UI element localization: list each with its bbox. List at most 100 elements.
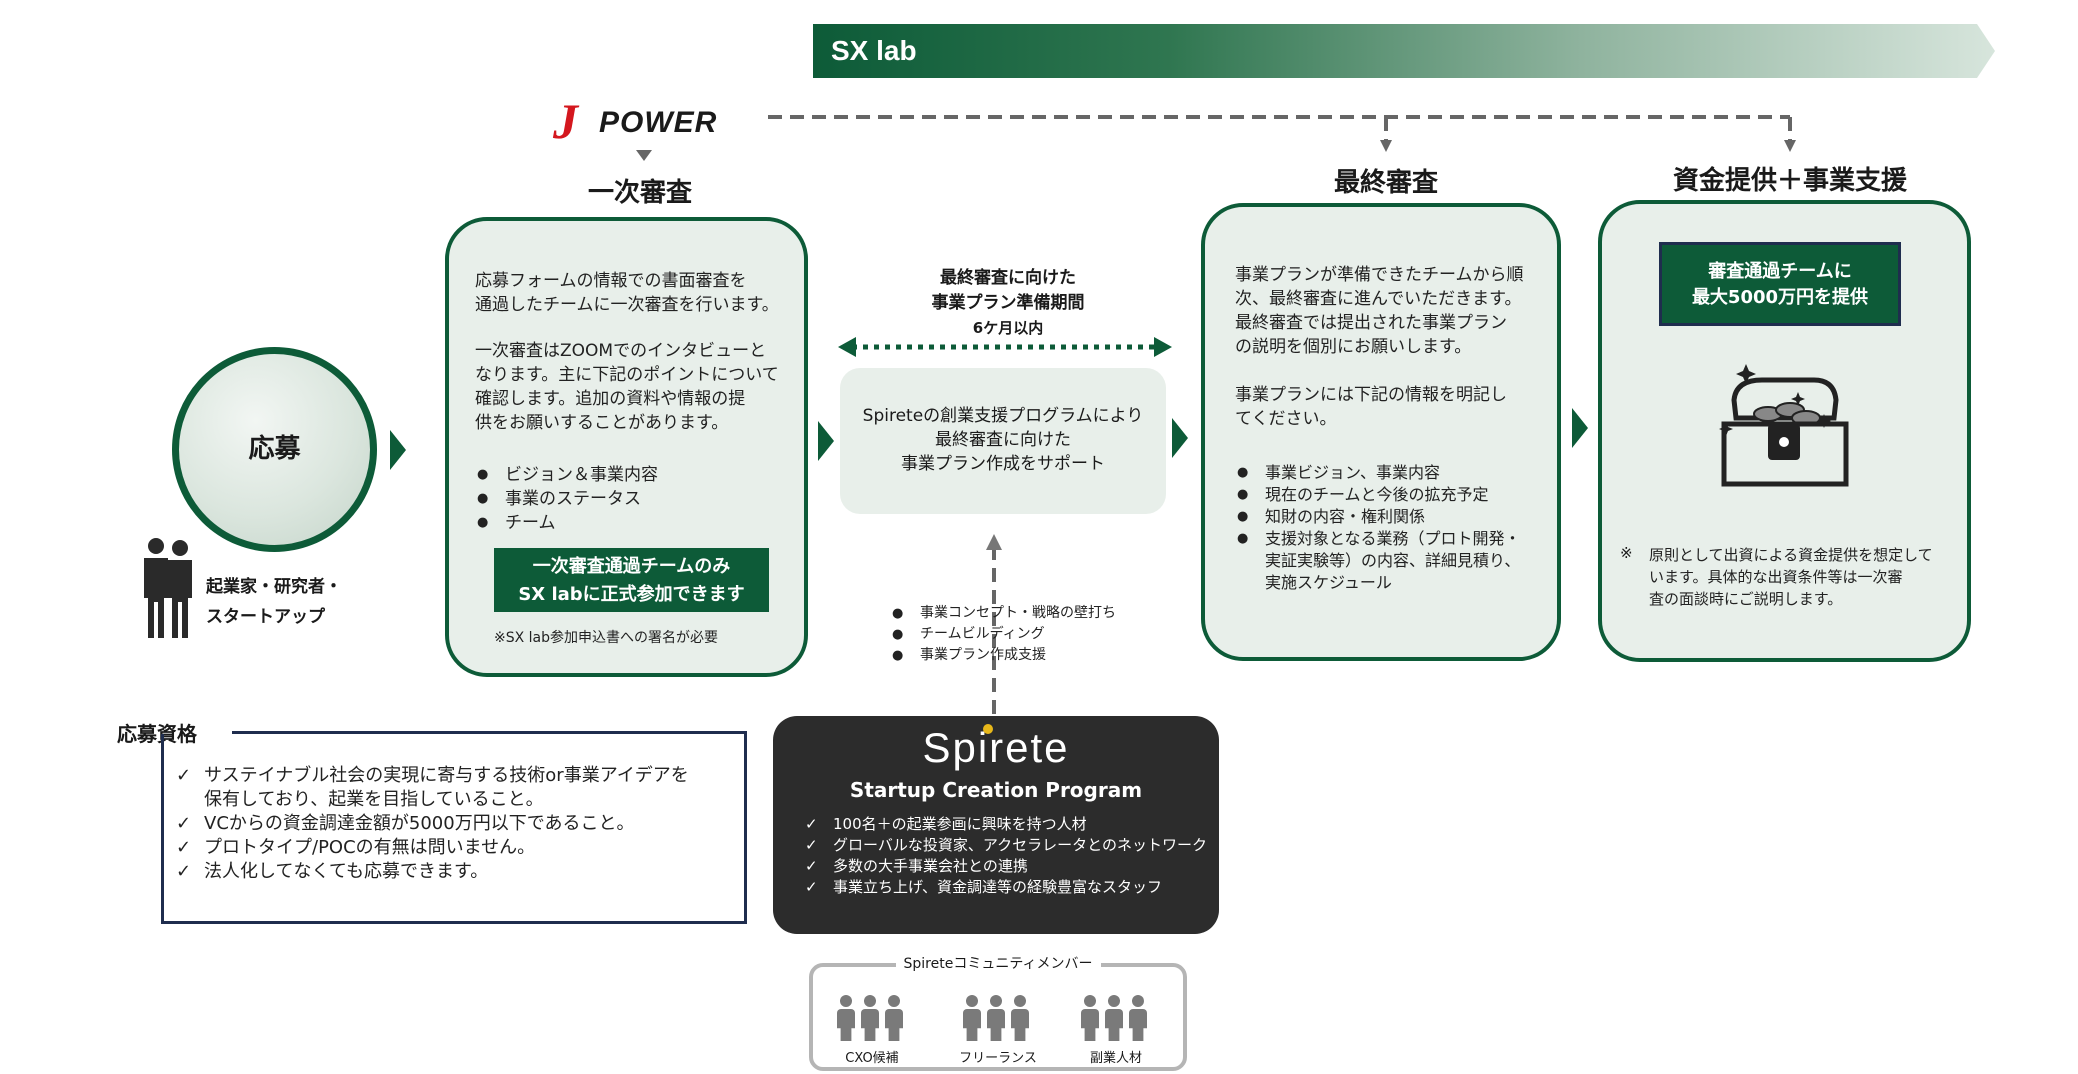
- text-line: 査の面談時にご説明します。: [1649, 590, 1843, 608]
- prep-support-box: Spireteの創業支援プログラムにより 最終審査に向けた 事業プラン作成をサポ…: [840, 368, 1166, 514]
- community-group-label: 副業人材: [1089, 1051, 1142, 1066]
- text-line: 最終審査では提出された事業プラン: [1235, 313, 1507, 333]
- text-line: 事業プラン作成をサポート: [901, 454, 1105, 474]
- text-line: SX labに正式参加できます: [518, 584, 745, 605]
- logo-word: POWER: [599, 106, 718, 139]
- text-line: 次、最終審査に進んでいただきます。: [1235, 289, 1522, 309]
- support-bullets: 事業コンセプト・戦略の壁打ち チームビルディング 事業プラン作成支援: [890, 603, 1116, 666]
- chevron-right-icon: [1172, 418, 1188, 458]
- text-line: 通過したチームに一次審査を行います。: [475, 295, 779, 315]
- text-line: 最終審査に向けた: [935, 430, 1071, 450]
- text-line: 原則として出資による資金提供を想定して: [1649, 546, 1933, 564]
- qualification-item: サステイナブル社会の実現に寄与する技術or事業アイデアを 保有しており、起業を目…: [172, 764, 689, 812]
- bullet-item: 事業コンセプト・戦略の壁打ち: [890, 603, 1116, 624]
- logo-dot-icon: [983, 724, 993, 734]
- text-line: 実施スケジュール: [1265, 573, 1392, 592]
- qualification-rule: [232, 731, 747, 734]
- spirete-program-box: Spirete Startup Creation Program 100名＋の起…: [773, 716, 1219, 934]
- text-line: サステイナブル社会の実現に寄与する技術or事業アイデアを: [204, 765, 689, 786]
- text-line: 供をお願いすることがあります。: [475, 413, 729, 433]
- people-icon: [963, 991, 1033, 1041]
- spirete-logo: Spirete: [922, 724, 1070, 771]
- spirete-features: 100名＋の起業参画に興味を持つ人材 グローバルな投資家、アクセラレータとのネッ…: [801, 814, 1207, 898]
- text-line: なります。主に下記のポイントについて: [475, 365, 779, 385]
- text-line: 一次審査はZOOMでのインタビューと: [475, 341, 767, 361]
- text-line: 審査通過チームに: [1708, 261, 1852, 282]
- text-line: てください。: [1235, 409, 1337, 429]
- text-line: 応募フォームの情報での書面審査を: [475, 271, 747, 291]
- apply-label: 応募: [248, 434, 301, 464]
- jpower-logo: J POWER: [553, 93, 733, 149]
- text-line: 保有しており、起業を目指していること。: [204, 789, 544, 810]
- bullet-item: チームビルディング: [890, 624, 1116, 645]
- funding-note-mark: ※: [1620, 544, 1633, 562]
- bullet-item: 現在のチームと今後の拡充予定: [1235, 484, 1521, 506]
- chevron-right-icon: [390, 430, 406, 470]
- community-group-label: フリーランス: [959, 1051, 1037, 1066]
- entrepreneurs-icon: [140, 536, 196, 640]
- community-title: Spireteコミュニティメンバー: [895, 956, 1101, 972]
- banner-title: SX lab: [831, 35, 917, 66]
- logo-mark: J: [553, 93, 578, 149]
- screening1-panel: 応募フォームの情報での書面審査を 通過したチームに一次審査を行います。 一次審査…: [445, 217, 808, 677]
- bullet-item: 事業のステータス: [475, 487, 658, 511]
- funding-note: 原則として出資による資金提供を想定して います。具体的な出資条件等は一次審 査の…: [1649, 544, 1933, 610]
- treasure-chest-icon: [1706, 352, 1856, 492]
- logo-arrow-icon: [636, 150, 652, 161]
- spirete-subtitle: Startup Creation Program: [849, 778, 1143, 802]
- screening1-note: ※SX lab参加申込書への署名が必要: [494, 630, 719, 646]
- text-line: 確認します。追加の資料や情報の提: [475, 389, 746, 409]
- official-join-box: 一次審査通過チームのみ SX labに正式参加できます: [494, 548, 769, 612]
- text-line: 事業プラン準備期間: [931, 293, 1085, 313]
- funding-panel: 審査通過チームに 最大5000万円を提供 ※ 原則として出資による資金提供を想定…: [1598, 200, 1971, 662]
- stage-title-funding: 資金提供＋事業支援: [1672, 166, 1907, 196]
- final-para1: 事業プランが準備できたチームから順 次、最終審査に進んでいただきます。 最終審査…: [1235, 263, 1524, 359]
- text-line: 一次審査通過チームのみ: [532, 556, 731, 577]
- text-line: の説明を個別にお願いします。: [1235, 337, 1472, 357]
- qualification-item: プロトタイプ/POCの有無は問いません。: [172, 836, 689, 860]
- bullet-item: チーム: [475, 511, 658, 535]
- applicant-line: スタートアップ: [206, 607, 325, 627]
- text-line: 事業プランが準備できたチームから順: [1235, 265, 1524, 285]
- final-para2: 事業プランには下記の情報を明記し てください。: [1235, 383, 1507, 431]
- apply-circle: 応募: [172, 347, 377, 552]
- people-icon: [1081, 991, 1151, 1041]
- sx-lab-banner: SX lab: [813, 24, 1995, 78]
- text-line: Spireteの創業支援プログラムにより: [862, 406, 1144, 426]
- text-line: 実証実験等）の内容、詳細見積り、: [1265, 551, 1521, 570]
- screening1-bullets: ビジョン＆事業内容 事業のステータス チーム: [475, 463, 658, 535]
- stage-title-screening1: 一次審査: [587, 178, 692, 208]
- bullet-item: ビジョン＆事業内容: [475, 463, 658, 487]
- feature-item: グローバルな投資家、アクセラレータとのネットワーク: [801, 835, 1207, 856]
- community-box: Spireteコミュニティメンバー CXO候補 フリーランス 副業人材: [809, 956, 1187, 1071]
- people-icon: [837, 991, 907, 1041]
- prep-duration: 6ケ月以内: [972, 319, 1044, 337]
- final-bullets: 事業ビジョン、事業内容 現在のチームと今後の拡充予定 知財の内容・権利関係 支援…: [1235, 462, 1521, 550]
- final-bullet-continuation: 実証実験等）の内容、詳細見積り、 実施スケジュール: [1265, 550, 1520, 594]
- qualification-box: サステイナブル社会の実現に寄与する技術or事業アイデアを 保有しており、起業を目…: [161, 734, 747, 924]
- chevron-right-icon: [1572, 408, 1588, 448]
- text-line: 事業プランには下記の情報を明記し: [1235, 385, 1507, 405]
- qualification-list: サステイナブル社会の実現に寄与する技術or事業アイデアを 保有しており、起業を目…: [172, 764, 689, 884]
- text-line: プロトタイプ/POCの有無は問いません。: [204, 837, 536, 858]
- bullet-item: 支援対象となる業務（プロト開発・: [1235, 528, 1521, 550]
- stage-title-final: 最終審査: [1333, 168, 1438, 198]
- prep-heading: 最終審査に向けた 事業プラン準備期間 6ケ月以内: [868, 266, 1148, 341]
- feature-item: 多数の大手事業会社との連携: [801, 856, 1207, 877]
- screening1-para1: 応募フォームの情報での書面審査を 通過したチームに一次審査を行います。: [475, 269, 779, 317]
- text-line: 最終審査に向けた: [940, 268, 1076, 288]
- chevron-right-icon: [818, 421, 834, 461]
- final-panel: 事業プランが準備できたチームから順 次、最終審査に進んでいただきます。 最終審査…: [1201, 203, 1561, 661]
- qualification-item: 法人化してなくても応募できます。: [172, 860, 689, 884]
- screening1-para2: 一次審査はZOOMでのインタビューと なります。主に下記のポイントについて 確認…: [475, 339, 779, 435]
- qualification-item: VCからの資金調達金額が5000万円以下であること。: [172, 812, 689, 836]
- text-line: います。具体的な出資条件等は一次審: [1649, 568, 1903, 586]
- feature-item: 事業立ち上げ、資金調達等の経験豊富なスタッフ: [801, 877, 1207, 898]
- bullet-item: 事業ビジョン、事業内容: [1235, 462, 1521, 484]
- applicant-line: 起業家・研究者・: [206, 577, 342, 597]
- text-line: 最大5000万円を提供: [1691, 287, 1869, 308]
- applicant-types: 起業家・研究者・ スタートアップ: [206, 572, 342, 632]
- bullet-item: 知財の内容・権利関係: [1235, 506, 1521, 528]
- funding-amount-box: 審査通過チームに 最大5000万円を提供: [1659, 242, 1901, 326]
